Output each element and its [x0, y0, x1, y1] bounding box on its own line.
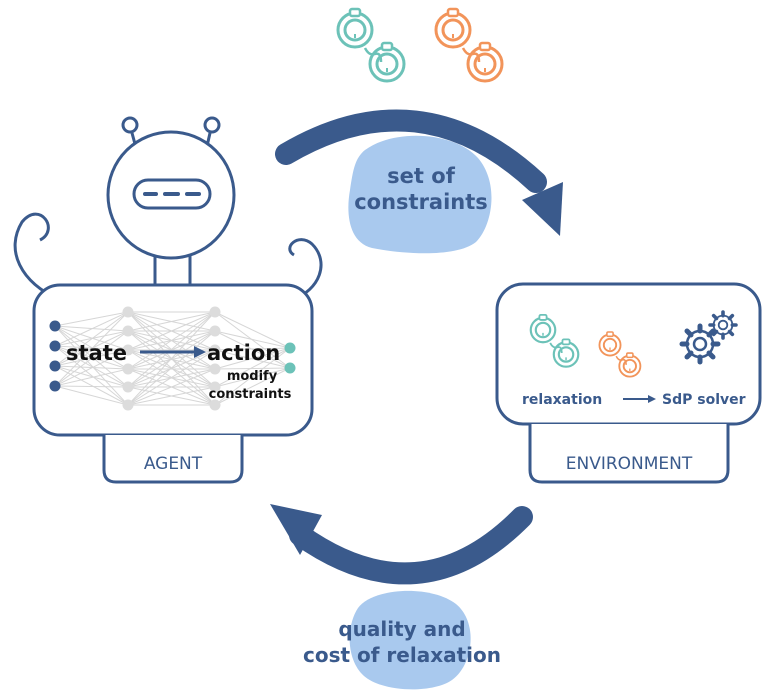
- network-node: [209, 306, 221, 318]
- neural-network-icon: [49, 306, 296, 411]
- network-edge: [54, 311, 129, 327]
- network-edge: [54, 385, 129, 406]
- network-edge: [214, 347, 291, 351]
- network-edge: [54, 325, 129, 406]
- network-edge: [214, 367, 291, 406]
- network-edge: [54, 365, 129, 388]
- network-node: [49, 360, 61, 372]
- network-edge: [54, 330, 129, 387]
- network-node: [284, 362, 296, 374]
- network-node: [284, 342, 296, 354]
- network-node: [122, 344, 134, 356]
- network-node: [49, 380, 61, 392]
- bottom-flow-arrowhead: [270, 504, 322, 555]
- network-edge: [127, 368, 216, 406]
- network-edge: [214, 311, 291, 349]
- network-edge: [214, 330, 291, 349]
- network-node: [122, 363, 134, 375]
- network-edge: [54, 365, 129, 406]
- top-label-blob: [348, 135, 492, 254]
- network-edge: [54, 385, 129, 388]
- network-node: [122, 381, 134, 393]
- bottom-label-line2: cost of relaxation: [303, 643, 501, 667]
- network-edge: [127, 311, 216, 351]
- network-node: [122, 325, 134, 337]
- network-edge: [54, 345, 129, 388]
- top-flow-arrowhead: [522, 182, 563, 236]
- network-node: [49, 320, 61, 332]
- network-edge: [54, 349, 129, 387]
- network-node: [209, 399, 221, 411]
- top-label-line1: set of: [387, 164, 456, 188]
- handcuffs-icon: [436, 9, 502, 81]
- network-edge: [214, 347, 291, 370]
- action-sub-line2: constraints: [209, 387, 292, 402]
- network-edge: [127, 311, 216, 406]
- network-edge: [214, 347, 291, 388]
- top-label-line2: constraints: [354, 190, 488, 214]
- relaxation-label: relaxation: [522, 392, 602, 408]
- bottom-label-line1: quality and: [338, 617, 465, 641]
- action-sub-line1: modify: [227, 369, 278, 384]
- network-node: [209, 325, 221, 337]
- network-edge: [214, 347, 291, 406]
- network-edge: [127, 330, 216, 406]
- network-edge: [54, 311, 129, 347]
- agent-label: AGENT: [144, 454, 203, 474]
- network-edge: [127, 349, 216, 406]
- network-node: [122, 306, 134, 318]
- network-node: [122, 399, 134, 411]
- network-edge: [214, 367, 291, 370]
- environment-tab: [528, 424, 730, 484]
- agent-tab: [102, 435, 244, 484]
- network-edge: [127, 311, 216, 370]
- network-node: [209, 344, 221, 356]
- network-edge: [54, 311, 129, 387]
- relaxation-solver-arrowhead: [648, 395, 656, 403]
- network-node: [209, 381, 221, 393]
- network-edge: [214, 367, 291, 388]
- network-edge: [127, 386, 216, 406]
- network-edge: [54, 311, 129, 367]
- network-edge: [54, 368, 129, 387]
- top-flow-arrow: [275, 109, 547, 193]
- network-edge: [127, 311, 216, 388]
- network-edge: [54, 325, 129, 388]
- bottom-flow-arrow: [289, 506, 533, 585]
- bottom-label-blob: [349, 590, 471, 690]
- state-action-arrowhead: [194, 346, 206, 358]
- handcuffs-icon: [338, 9, 404, 81]
- environment-label: ENVIRONMENT: [566, 454, 693, 474]
- solver-label: SdP solver: [662, 392, 746, 408]
- network-node: [49, 340, 61, 352]
- state-label: state: [66, 341, 127, 365]
- network-edge: [127, 311, 216, 332]
- network-node: [209, 363, 221, 375]
- robot-icon: [13, 116, 323, 302]
- network-edge: [54, 345, 129, 406]
- action-label: action: [207, 341, 280, 365]
